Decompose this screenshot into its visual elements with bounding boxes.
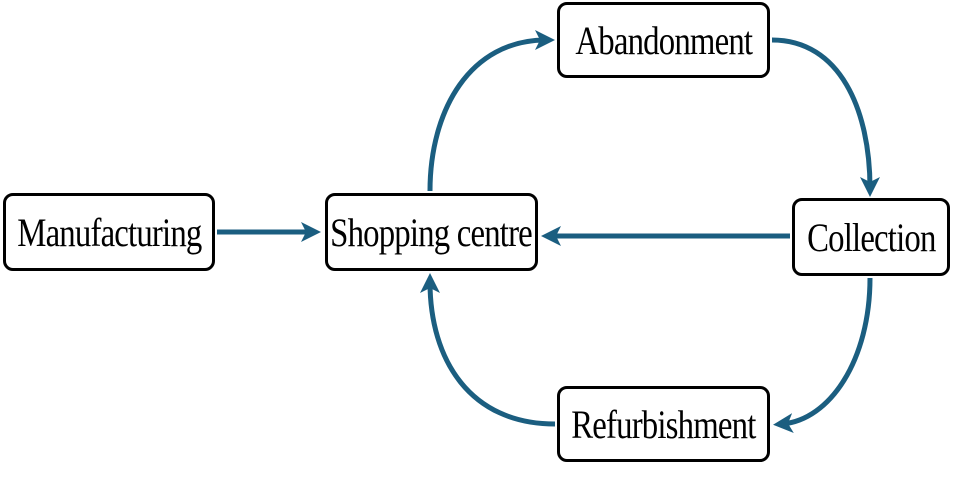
node-abandonment: Abandonment <box>557 2 770 78</box>
node-refurbishment-label: Refurbishment <box>571 401 756 447</box>
edge-collection-to-refurbishment <box>773 277 873 434</box>
node-shopping-centre: Shopping centre <box>325 193 538 271</box>
edge-shopping-centre-to-abandonment <box>427 30 555 192</box>
node-abandonment-label: Abandonment <box>575 17 753 63</box>
node-manufacturing: Manufacturing <box>3 193 215 271</box>
node-shopping-centre-label: Shopping centre <box>330 209 534 255</box>
node-refurbishment: Refurbishment <box>557 386 770 462</box>
edge-abandonment-to-collection <box>771 37 880 197</box>
node-manufacturing-label: Manufacturing <box>16 209 202 255</box>
node-collection: Collection <box>792 198 950 276</box>
edge-refurbishment-to-shopping-centre <box>420 273 556 427</box>
node-collection-label: Collection <box>806 214 936 260</box>
